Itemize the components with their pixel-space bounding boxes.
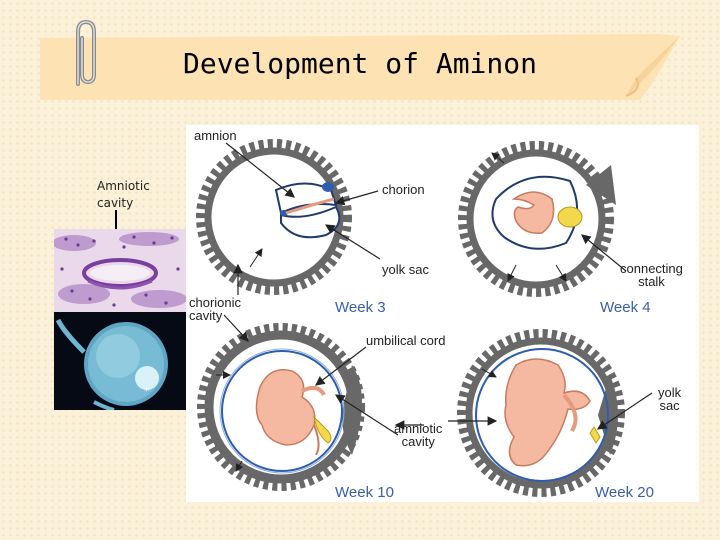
figure-drawing xyxy=(196,139,653,497)
connecting-stalk-line1: connecting xyxy=(620,261,683,276)
amnion-development-figure: amnion chorion yolk sac connecting stalk… xyxy=(186,125,699,502)
label-amnion: amnion xyxy=(194,128,237,143)
chorionic-cavity-line1: chorionic xyxy=(189,295,242,310)
side-label-line2: cavity xyxy=(97,196,134,210)
histology-image xyxy=(54,229,186,312)
label-chorionic-cavity: chorionic cavity xyxy=(189,296,241,322)
title-banner xyxy=(40,34,680,100)
label-amniotic-cavity: amniotic cavity xyxy=(394,422,442,448)
amniotic-cavity-line2: cavity xyxy=(401,434,435,449)
side-label-line1: Amniotic xyxy=(97,179,150,193)
page-title: Development of Aminon xyxy=(182,47,537,80)
amniotic-cavity-side-label: Amniotic cavity xyxy=(97,178,150,212)
week4-diagram xyxy=(458,141,627,297)
week3-diagram xyxy=(196,139,381,295)
label-yolk-sac-week20: yolk sac xyxy=(658,386,681,412)
svg-text:*: * xyxy=(144,386,149,397)
week4-label: Week 4 xyxy=(600,299,651,316)
paperclip-icon xyxy=(76,19,96,86)
yolk-sac-w20-line1: yolk xyxy=(658,385,682,400)
connecting-stalk-line2: stalk xyxy=(638,274,665,289)
chorionic-cavity-line2: cavity xyxy=(189,308,223,323)
week10-diagram xyxy=(197,314,399,491)
week3-label: Week 3 xyxy=(335,299,386,316)
label-connecting-stalk: connecting stalk xyxy=(620,262,683,288)
label-chorion: chorion xyxy=(382,182,425,197)
week20-label: Week 20 xyxy=(595,484,654,501)
label-yolk-sac-week3: yolk sac xyxy=(382,262,429,277)
yolk-sac-w20-line2: sac xyxy=(659,398,680,413)
label-umbilical-cord: umbilical cord xyxy=(366,333,446,348)
week20-diagram xyxy=(457,329,653,497)
amniotic-cavity-line1: amniotic xyxy=(394,421,443,436)
week10-label: Week 10 xyxy=(335,484,394,501)
embryo-photo-image: * xyxy=(54,312,186,410)
